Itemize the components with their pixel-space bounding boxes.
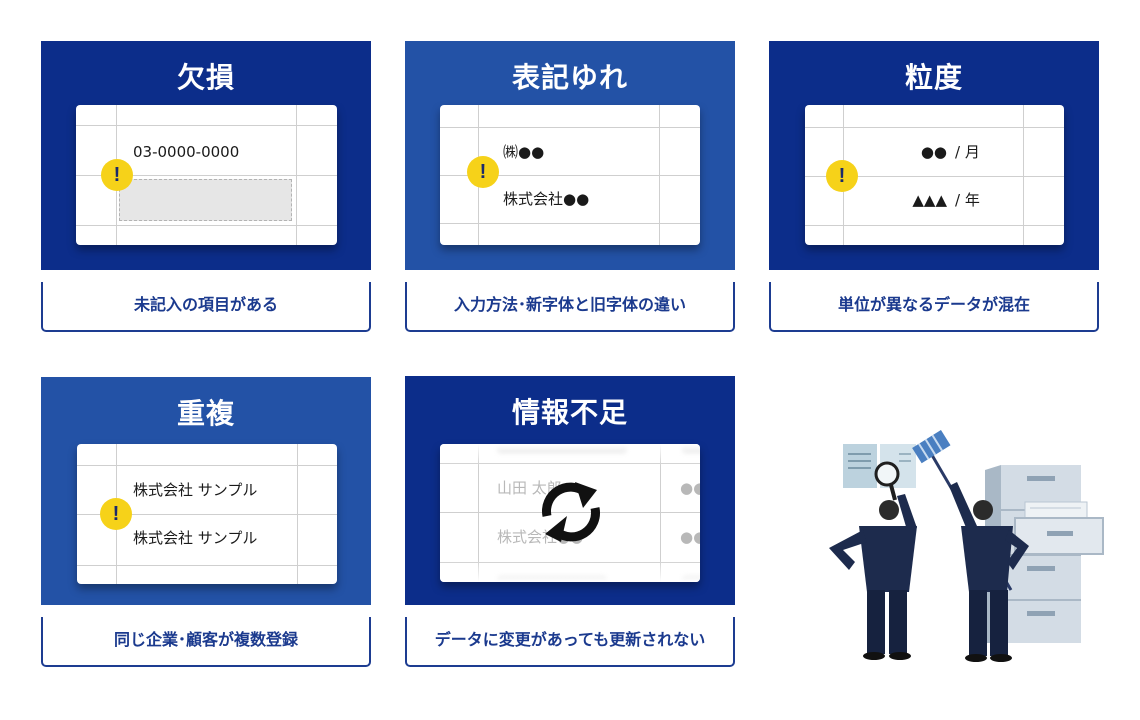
grid-line — [805, 225, 1064, 226]
card-title: 欠損 — [176, 61, 235, 94]
card-caption-granularity: 単位が異なるデータが混在 — [769, 282, 1099, 332]
card-title: 重複 — [176, 397, 235, 430]
card-title: 粒度 — [904, 61, 963, 94]
yearly-value-cell: ▲▲▲ — [912, 191, 947, 209]
warning-icon: ! — [826, 160, 858, 192]
grid-line — [440, 512, 700, 513]
grid-line — [76, 175, 337, 176]
company-cell: 株式会社 サンプル — [133, 481, 258, 499]
monthly-unit-cell: / 月 — [955, 143, 980, 161]
table-panel: 03-0000-0000 ! — [76, 105, 337, 245]
card-caption-missing: 未記入の項目がある — [41, 282, 371, 332]
person-value-cell: ●● — [680, 479, 700, 497]
grid-line — [76, 225, 337, 226]
businessman-icon — [829, 494, 917, 660]
refresh-arrowhead-top — [575, 482, 597, 508]
company-value-cell: ●● — [680, 528, 700, 546]
refresh-arrowhead-bottom — [545, 516, 567, 542]
grid-line — [440, 127, 700, 128]
card-caption-insufficient: データに変更があっても更新されない — [405, 617, 735, 667]
warning-icon: ! — [100, 498, 132, 530]
grid-line — [76, 125, 337, 126]
grid-line — [660, 444, 661, 582]
grid-line — [440, 223, 700, 224]
table-panel: 山田 太郎 ●● 株式会社●● ●● — [440, 444, 700, 582]
grid-line — [77, 514, 337, 515]
card-granularity: 粒度 ●● / 月 ▲▲▲ / 年 ! — [769, 41, 1099, 270]
card-notation: 表記ゆれ ㈱●● 株式会社●● ! — [405, 41, 735, 270]
card-title: 表記ゆれ — [511, 61, 628, 94]
card-title: 情報不足 — [511, 396, 628, 429]
data-cleansing-illustration — [829, 430, 1104, 662]
businessman-icon — [949, 482, 1029, 662]
grid-line — [77, 565, 337, 566]
table-panel: 株式会社 サンプル 株式会社 サンプル ! — [77, 444, 337, 584]
company-cell-duplicate: 株式会社 サンプル — [133, 529, 258, 547]
card-insufficient: 情報不足 山田 太郎 ●● 株式会社●● ●● — [405, 376, 735, 605]
abbrev-company-cell: ㈱●● — [503, 143, 545, 161]
table-panel: ●● / 月 ▲▲▲ / 年 ! — [805, 105, 1064, 245]
refresh-icon — [542, 482, 600, 542]
fade-overlay — [440, 560, 700, 582]
card-duplicate: 重複 株式会社 サンプル 株式会社 サンプル ! — [41, 377, 371, 605]
person-name-cell: 山田 太郎 — [497, 479, 562, 497]
grid-line — [478, 444, 479, 582]
phone-cell: 03-0000-0000 — [133, 143, 240, 161]
card-caption-duplicate: 同じ企業･顧客が複数登録 — [41, 617, 371, 667]
card-missing: 欠損 03-0000-0000 ! — [41, 41, 371, 270]
grid-line — [440, 175, 700, 176]
warning-icon: ! — [467, 156, 499, 188]
fade-overlay — [440, 444, 700, 466]
magnifier-icon — [874, 461, 900, 501]
grid-line — [77, 465, 337, 466]
monthly-value-cell: ●● — [920, 143, 947, 161]
grid-line — [805, 127, 1064, 128]
grid-line — [1023, 105, 1024, 245]
yearly-unit-cell: / 年 — [955, 191, 980, 209]
card-caption-notation: 入力方法･新字体と旧字体の違い — [405, 282, 735, 332]
grid-line — [805, 176, 1064, 177]
refresh-arrow-bottom — [554, 507, 600, 542]
full-company-cell: 株式会社●● — [503, 190, 590, 208]
empty-cell — [119, 179, 292, 221]
warning-icon: ! — [101, 159, 133, 191]
table-panel: ㈱●● 株式会社●● ! — [440, 105, 700, 245]
